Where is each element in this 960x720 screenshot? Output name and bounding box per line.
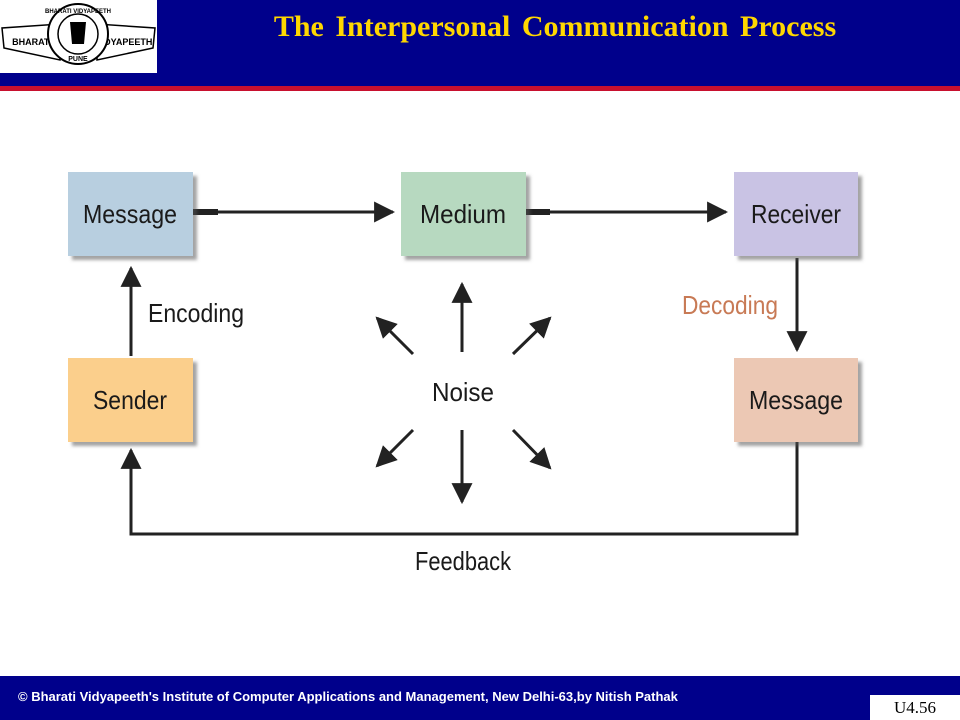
noise-label: Noise — [432, 377, 494, 407]
logo-top-text: BHARATI VIDYAPEETH — [45, 9, 111, 15]
footer-credit: © Bharati Vidyapeeth's Institute of Comp… — [18, 689, 678, 704]
medium-label: Medium — [420, 199, 506, 229]
footer-bar — [0, 676, 960, 720]
message-bottom-box — [734, 358, 858, 442]
header-rule — [0, 86, 960, 91]
medium-box — [401, 172, 526, 256]
slide-title: The Interpersonal Communication Process — [273, 10, 837, 43]
slide-number: U4.56 — [870, 695, 960, 720]
sender-label: Sender — [93, 385, 167, 415]
logo-emblem-icon: BHARATI VIDYAPEETH BHARATI VIDYAPEETH PU… — [1, 3, 156, 65]
decoding-label: Decoding — [682, 290, 778, 320]
message-top-label: Message — [83, 199, 177, 229]
sender-box — [68, 358, 193, 442]
noise-arrow-up-left — [375, 316, 415, 356]
logo-right-wing-text: VIDYAPEETH — [96, 37, 153, 47]
receiver-box — [734, 172, 858, 256]
logo-left-wing-text: BHARATI — [12, 37, 52, 47]
receiver-label: Receiver — [751, 199, 841, 229]
feedback-arrow — [120, 440, 799, 536]
header-bar — [0, 0, 960, 86]
noise-arrow-down-left — [375, 428, 415, 468]
logo-bottom-text: PUNE — [68, 56, 88, 63]
encoding-label: Encoding — [148, 298, 244, 328]
noise-arrows — [375, 281, 552, 505]
feedback-label: Feedback — [415, 546, 512, 576]
connector-lines — [120, 201, 808, 536]
noise-arrow-down-right — [511, 428, 552, 470]
node-message-bottom: Message — [734, 358, 858, 442]
node-receiver: Receiver — [734, 172, 858, 256]
message-bottom-label: Message — [749, 385, 843, 415]
institution-logo: BHARATI VIDYAPEETH BHARATI VIDYAPEETH PU… — [0, 0, 157, 73]
noise-arrow-up-right — [511, 316, 552, 356]
message-top-box — [68, 172, 193, 256]
node-message-top: Message — [68, 172, 193, 256]
node-sender: Sender — [68, 358, 193, 442]
node-medium: Medium — [401, 172, 526, 256]
